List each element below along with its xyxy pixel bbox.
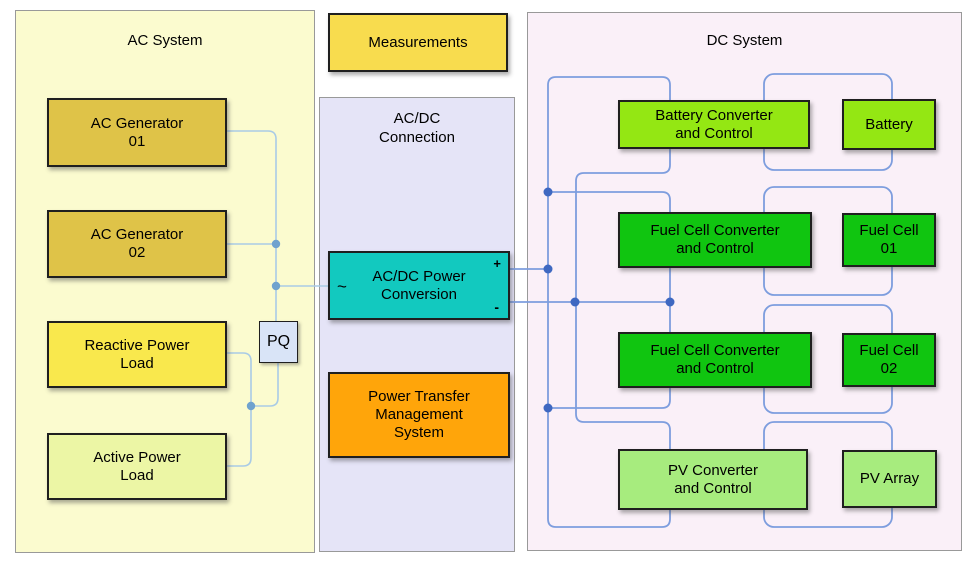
reactive-power-load-label: Reactive Power Load bbox=[84, 336, 190, 372]
ac-wires bbox=[227, 130, 328, 467]
dc-plus-terminal: + bbox=[493, 256, 501, 271]
acdc-connection-title: AC/DC Connection bbox=[379, 110, 455, 146]
active-power-load-block: Active Power Load bbox=[47, 433, 227, 500]
power-transfer-management-label: Power Transfer Management System bbox=[368, 388, 470, 441]
ac-generator-02-block: AC Generator 02 bbox=[47, 210, 227, 278]
power-transfer-management-block: Power Transfer Management System bbox=[328, 372, 510, 458]
pq-measurement-block: PQ bbox=[259, 321, 298, 363]
dc-system-title: DC System bbox=[706, 32, 783, 49]
ac-generator-01-label: AC Generator 01 bbox=[90, 114, 184, 150]
junction-dot bbox=[543, 264, 553, 274]
pq-label: PQ bbox=[266, 333, 291, 350]
acdc-power-conversion-label: AC/DC Power Conversion bbox=[372, 267, 466, 303]
pv-array-label: PV Array bbox=[859, 470, 920, 487]
pv-converter-block: PV Converter and Control bbox=[618, 449, 808, 510]
wire-fuelcell1-converter bbox=[548, 191, 671, 302]
acdc-power-conversion-block: ~ AC/DC Power Conversion + - bbox=[328, 251, 510, 320]
active-power-load-label: Active Power Load bbox=[93, 448, 181, 484]
wire-active-load bbox=[227, 406, 252, 467]
fuel-cell-converter-01-block: Fuel Cell Converter and Control bbox=[618, 212, 812, 268]
fuel-cell-02-label: Fuel Cell 02 bbox=[859, 342, 919, 377]
acdc-connection-panel: AC/DC Connection bbox=[319, 97, 515, 552]
fuel-cell-converter-02-label: Fuel Cell Converter and Control bbox=[650, 342, 780, 377]
wire-loads-to-pq bbox=[251, 363, 279, 407]
battery-converter-label: Battery Converter and Control bbox=[655, 106, 773, 142]
wire-gen1-to-bus bbox=[227, 130, 277, 321]
battery-block: Battery bbox=[842, 99, 936, 150]
ac-system-title: AC System bbox=[127, 32, 203, 49]
fuel-cell-01-label: Fuel Cell 01 bbox=[859, 222, 919, 257]
battery-label: Battery bbox=[865, 115, 913, 133]
junction-dot bbox=[271, 281, 281, 291]
fuel-cell-converter-01-label: Fuel Cell Converter and Control bbox=[650, 222, 780, 257]
junction-dot bbox=[543, 187, 553, 197]
fuel-cell-converter-02-block: Fuel Cell Converter and Control bbox=[618, 332, 812, 388]
wire-reactive-load bbox=[227, 352, 252, 406]
fuel-cell-01-block: Fuel Cell 01 bbox=[842, 213, 936, 267]
battery-converter-block: Battery Converter and Control bbox=[618, 100, 810, 149]
junction-dot bbox=[665, 297, 675, 307]
ac-generator-02-label: AC Generator 02 bbox=[90, 226, 184, 261]
junction-dot bbox=[570, 297, 580, 307]
pv-converter-label: PV Converter and Control bbox=[667, 461, 759, 497]
wire-dc-bus-loop bbox=[547, 76, 671, 528]
reactive-power-load-block: Reactive Power Load bbox=[47, 321, 227, 388]
fuel-cell-02-block: Fuel Cell 02 bbox=[842, 333, 936, 387]
junction-dot bbox=[271, 239, 281, 249]
measurements-label: Measurements bbox=[368, 33, 468, 51]
dc-minus-terminal: - bbox=[494, 299, 499, 315]
ac-generator-01-block: AC Generator 01 bbox=[47, 98, 227, 167]
pv-array-block: PV Array bbox=[842, 450, 937, 508]
junction-dot bbox=[246, 401, 256, 411]
junction-dot bbox=[543, 403, 553, 413]
measurements-block: Measurements bbox=[328, 13, 508, 72]
wire-fuelcell2-converter bbox=[548, 302, 671, 409]
ac-terminal-symbol: ~ bbox=[337, 276, 347, 296]
